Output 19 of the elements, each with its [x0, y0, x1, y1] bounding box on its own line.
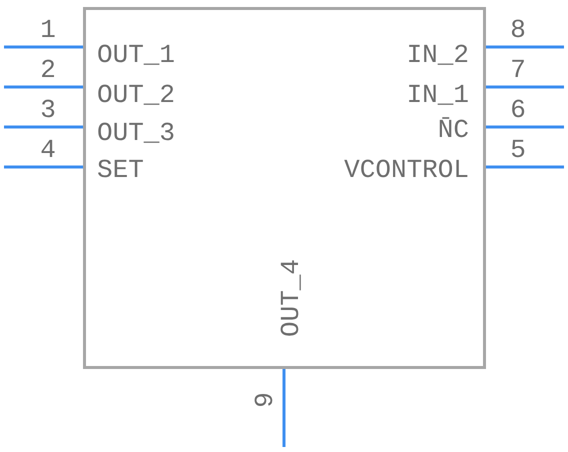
pin-name: OUT_2 [97, 82, 176, 108]
pin-number: 9 [252, 392, 278, 408]
pin-name: OUT_1 [97, 42, 176, 68]
pin-number: 5 [510, 137, 526, 163]
pin-name: OUT_3 [97, 120, 176, 146]
pin-name: N̄C [438, 117, 469, 143]
pin-name: SET [97, 157, 144, 183]
pin-name: OUT_4 [278, 259, 304, 337]
pin-number: 1 [40, 17, 56, 43]
pin-name: IN_2 [406, 42, 469, 68]
pin-number: 3 [40, 97, 56, 123]
pin-name: VCONTROL [344, 157, 469, 183]
pin-number: 2 [40, 57, 56, 83]
pin-number: 7 [510, 57, 526, 83]
ic-body [83, 7, 486, 369]
pin-number: 6 [510, 97, 526, 123]
pin-number: 4 [40, 137, 56, 163]
pin-number: 8 [510, 17, 526, 43]
pin-name: IN_1 [406, 82, 469, 108]
